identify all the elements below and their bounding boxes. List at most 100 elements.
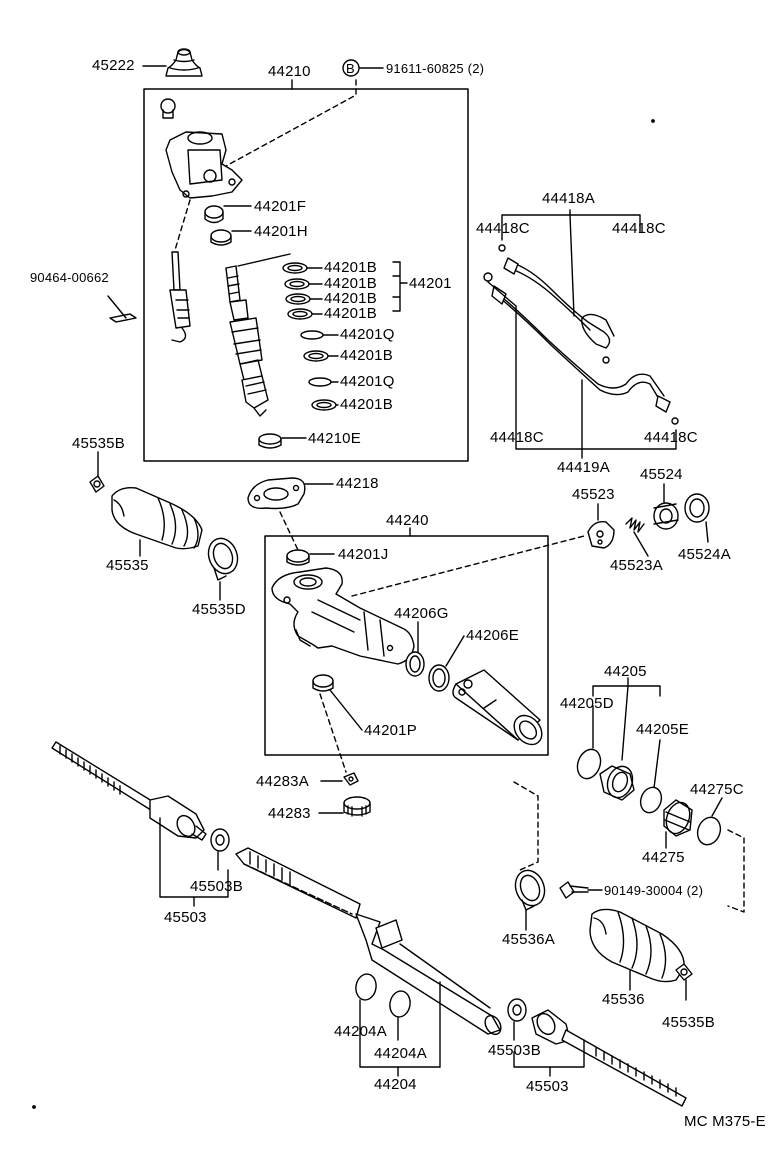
label-45503-left: 45503: [164, 909, 207, 926]
label-90149-30004: 90149-30004 (2): [604, 883, 704, 898]
part-44210-valve-housing: [160, 98, 243, 199]
part-44201B-ring-4: [287, 308, 313, 320]
bracket-44418C-bottom: [515, 305, 677, 459]
part-45503B-washer-right: [507, 998, 527, 1022]
part-45523-yoke: [587, 521, 615, 549]
part-44206G-ring: [405, 651, 425, 677]
part-44206E-ring: [428, 664, 450, 692]
dash-bracket-right: [513, 781, 745, 913]
part-45535D-clamp: [207, 537, 239, 581]
label-44418C-4: 44418C: [644, 429, 698, 446]
label-44205: 44205: [604, 663, 647, 680]
part-45524-plug: [653, 502, 679, 530]
label-44201J: 44201J: [338, 546, 389, 563]
label-44240: 44240: [386, 512, 429, 529]
label-45523: 45523: [572, 486, 615, 503]
part-45536A-clamp: [514, 869, 546, 911]
label-44418C-3: 44418C: [490, 429, 544, 446]
part-44204A-ring-2: [389, 990, 411, 1018]
label-44201B-6: 44201B: [340, 396, 393, 413]
part-44201P-bushing: [312, 674, 334, 692]
label-45535B-right: 45535B: [662, 1014, 715, 1031]
part-44201B-ring-6: [311, 399, 337, 411]
part-45536-boot-right: [589, 908, 685, 983]
leader-90464: [107, 295, 127, 319]
label-44283A: 44283A: [256, 773, 309, 790]
label-45535: 45535: [106, 557, 149, 574]
stray-dot: [651, 119, 655, 123]
part-valve-pinion-assembly: [169, 251, 191, 343]
part-44275-nut: [663, 799, 693, 837]
label-45503-right: 45503: [526, 1078, 569, 1095]
leader-44275C: [711, 797, 723, 817]
label-44201H: 44201H: [254, 223, 308, 240]
label-44201B-5: 44201B: [340, 347, 393, 364]
label-44418C-2: 44418C: [612, 220, 666, 237]
group-frame-44210: [143, 88, 469, 462]
part-44418C-washer-2: [483, 272, 493, 282]
bracket-44204: [359, 999, 441, 1077]
part-45535-boot-left: [111, 486, 203, 550]
label-44275: 44275: [642, 849, 685, 866]
part-44201Q-oring-2: [308, 377, 332, 387]
label-45536A: 45536A: [502, 931, 555, 948]
label-90464-00662: 90464-00662: [30, 270, 109, 285]
part-45523A-spring: [625, 517, 645, 533]
dash-housing-45523: [351, 535, 585, 597]
part-44201B-ring-2: [284, 278, 310, 290]
stray-dot: [32, 1105, 36, 1109]
label-44204: 44204: [374, 1076, 417, 1093]
label-44201B-2: 44201B: [324, 275, 377, 292]
dash-housing-down: [174, 199, 191, 251]
part-rack-housing: [271, 567, 415, 665]
part-45535B-clip-right: [675, 963, 693, 981]
label-44418C-1: 44418C: [476, 220, 530, 237]
label-45503B-right: 45503B: [488, 1042, 541, 1059]
label-91611-60825: 91611-60825 (2): [386, 61, 485, 76]
label-44204A-1: 44204A: [334, 1023, 387, 1040]
part-44275C-snapring: [696, 816, 722, 846]
part-44418C-washer-1: [498, 244, 506, 252]
label-45503B-left: 45503B: [190, 878, 243, 895]
leader-91611-dashed: [225, 79, 357, 167]
leader-44201P: [329, 689, 363, 731]
part-45535B-clip-left: [89, 451, 105, 493]
part-44201F-bearing: [204, 205, 224, 224]
label-45535B-left: 45535B: [72, 435, 125, 452]
part-45503-tie-rod-right: [531, 1009, 687, 1107]
label-44206G: 44206G: [394, 605, 449, 622]
label-45536: 45536: [602, 991, 645, 1008]
part-44418A-pipe: [503, 257, 615, 349]
label-44201B-3: 44201B: [324, 290, 377, 307]
bracket-45503-left: [159, 817, 229, 907]
part-44201B-ring-5: [303, 350, 329, 362]
part-90149-bolt: [559, 881, 589, 899]
bracket-44205: [592, 677, 661, 697]
part-44210E-bushing: [258, 433, 282, 449]
label-44205D: 44205D: [560, 695, 614, 712]
label-44201: 44201: [409, 275, 452, 292]
part-44218-gasket: [247, 477, 306, 510]
bracket-45503-right: [513, 1039, 585, 1077]
part-90464-clip: [109, 313, 137, 323]
label-44206E: 44206E: [466, 627, 519, 644]
dash-44201P-down: [319, 693, 347, 773]
part-44204-rack: [235, 847, 502, 1036]
leader-44206E: [445, 635, 465, 667]
part-44419A-pipe: [491, 285, 671, 413]
label-44201Q-1: 44201Q: [340, 326, 395, 343]
part-44283-plug: [343, 796, 371, 817]
bracket-44201: [392, 261, 408, 312]
label-44201B-4: 44201B: [324, 305, 377, 322]
leader-45524A: [705, 521, 709, 543]
label-44283: 44283: [268, 805, 311, 822]
part-44201Q-oring-1: [300, 330, 324, 340]
part-control-valve-shaft: [225, 265, 269, 417]
label-44210E: 44210E: [308, 430, 361, 447]
label-44201F: 44201F: [254, 198, 307, 215]
part-45503-tie-rod-left: [51, 741, 207, 841]
group-frame-44240: [264, 535, 549, 756]
dash-44218-down: [279, 511, 299, 551]
label-44418A: 44418A: [542, 190, 595, 207]
